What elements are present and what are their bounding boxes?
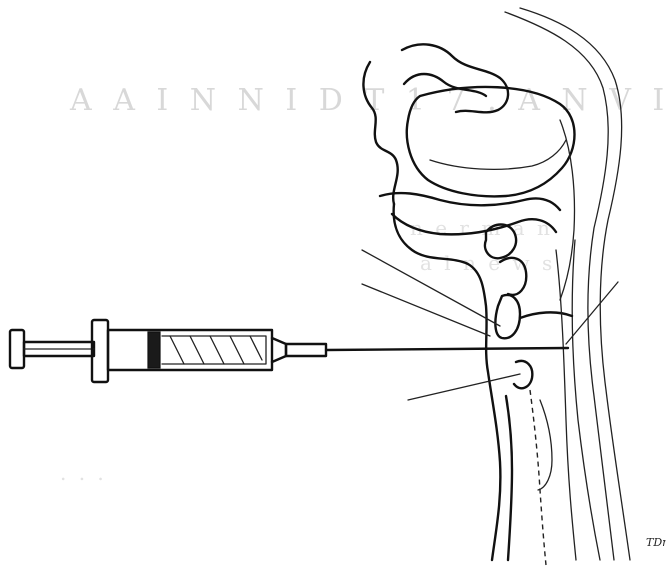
plunger-thumb-rest	[10, 330, 24, 368]
leader-line-posterior	[566, 282, 618, 344]
artist-signature: TDm	[646, 536, 666, 549]
vocal-cord	[520, 312, 572, 318]
esophagus-front	[556, 250, 576, 560]
needle-hub	[286, 344, 326, 356]
needle-shaft	[326, 348, 568, 350]
trachea-lumen	[538, 400, 552, 490]
bleed-through-line: . . .	[60, 461, 107, 485]
trachea-posterior-wall	[530, 390, 546, 565]
tongue-dorsum	[430, 140, 566, 169]
thyroid-cartilage	[495, 295, 520, 338]
syringe	[10, 320, 568, 382]
syringe-nozzle	[272, 338, 286, 362]
barrel-hatching	[170, 336, 262, 364]
cervical-spine-line	[572, 240, 600, 560]
tracheal-rings-anterior	[506, 396, 512, 560]
plunger-stopper	[148, 332, 160, 368]
leader-line-lower	[408, 374, 520, 400]
